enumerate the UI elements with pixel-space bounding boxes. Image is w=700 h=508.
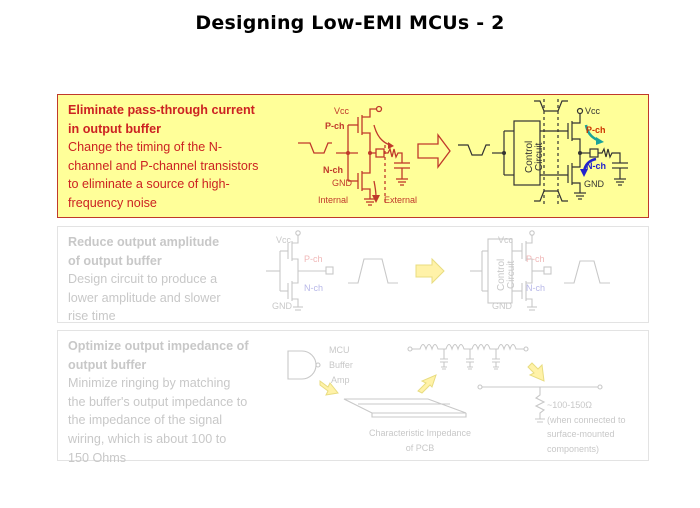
before-vcc-label: Vcc: [334, 106, 350, 116]
panel-3-heading-line-1: Optimize output impedance of: [68, 339, 249, 353]
panel-1-body-line-4: frequency noise: [68, 195, 157, 210]
after-pch-label: P-ch: [586, 125, 606, 135]
impedance-label-4: components): [547, 444, 599, 454]
amp-label-2: Buffer: [329, 360, 353, 370]
panel-1-text: Eliminate pass-through current in output…: [68, 101, 258, 213]
amp-label-3: Amp: [331, 375, 350, 385]
panel-2-body-line-3: rise time: [68, 309, 116, 324]
p2-before-pch-label: P-ch: [304, 254, 323, 264]
amp-label-1: MCU: [329, 345, 350, 355]
panel-reduce-amplitude: Reduce output amplitude of output buffer…: [57, 226, 649, 323]
panel-3-diagram: MCU Buffer Amp Characteristic Impedance …: [287, 343, 626, 454]
arrow-to-termination-icon: [527, 362, 545, 382]
slide-title: Designing Low-EMI MCUs - 2: [195, 12, 505, 34]
panel-2-text: Reduce output amplitude of output buffer…: [68, 233, 221, 326]
panel-3-heading-line-2: output buffer: [68, 357, 147, 372]
panel-1-diagram: Vcc P-ch N-ch GND Internal External: [298, 99, 628, 207]
transform-arrow-icon: [417, 133, 451, 169]
transform-arrow-icon: [415, 257, 445, 285]
before-circuit: [298, 105, 410, 206]
arrow-to-network-icon: [417, 374, 437, 394]
panel-1-heading-line-2: in output buffer: [68, 121, 162, 136]
pcb-label-1: Characteristic Impedance: [369, 428, 471, 438]
panel-eliminate-pass-through: Eliminate pass-through current in output…: [57, 94, 649, 218]
panel-3-body-line-2: the buffer's output impedance to: [68, 394, 248, 409]
before-pch-label: P-ch: [325, 121, 345, 131]
before-nch-label: N-ch: [323, 165, 343, 175]
control-label-2: Circuit: [534, 142, 545, 171]
panel-2-body-line-1: Design circuit to produce a: [68, 272, 218, 287]
panel-3-body-line-3: the impedance of the signal: [68, 413, 223, 428]
impedance-label-2: (when connected to: [547, 415, 626, 425]
pcb-label-2: of PCB: [406, 443, 435, 453]
panel-2-diagram: Vcc P-ch N-ch GND Control Circuit Vcc P-…: [266, 230, 610, 311]
p2-after-gnd-label: GND: [492, 301, 513, 311]
pch-arrowhead-icon: [388, 142, 394, 149]
impedance-label-1: ~100-150Ω: [547, 400, 592, 410]
p2-after-pch-label: P-ch: [526, 254, 545, 264]
after-nch-label: N-ch: [586, 161, 606, 171]
panel-optimize-impedance: Optimize output impedance of output buff…: [57, 330, 649, 465]
panel-1-body-line-2: channel and P-channel transistors: [68, 158, 259, 173]
p2-before-vcc-label: Vcc: [276, 235, 292, 245]
buffer-amp-gate-icon: [287, 350, 317, 380]
panel-3-body-line-4: wiring, which is about 100 to: [68, 431, 227, 446]
pcb-board-icon: [343, 398, 467, 414]
panel-1-body-line-1: Change the timing of the N-: [68, 140, 223, 155]
before-gnd-label: GND: [332, 178, 353, 188]
panel-2-heading-line-2: of output buffer: [68, 253, 162, 268]
panel-3-body-line-5: 150 Ohms: [68, 450, 127, 465]
p2-before-nch-label: N-ch: [304, 283, 323, 293]
nch-arrowhead-icon: [372, 195, 380, 203]
external-label: External: [384, 195, 417, 205]
p2-after-vcc-label: Vcc: [498, 235, 514, 245]
internal-label: Internal: [318, 195, 348, 205]
panel-3-body-line-1: Minimize ringing by matching: [68, 376, 231, 391]
p2-control-label-1: Control: [496, 259, 507, 291]
p2-before-gnd-label: GND: [272, 301, 293, 311]
pch-current-arrow: [373, 124, 391, 146]
panel-2-body-line-2: lower amplitude and slower: [68, 290, 221, 305]
after-gnd-label: GND: [584, 179, 605, 189]
panel-1-heading-line-1: Eliminate pass-through current: [68, 103, 255, 117]
arrow-to-pcb-icon: [319, 380, 339, 396]
panel-2-heading-line-1: Reduce output amplitude: [68, 235, 220, 249]
p2-control-label-2: Circuit: [506, 260, 517, 289]
control-label-1: Control: [524, 141, 535, 173]
after-vcc-label: Vcc: [585, 106, 601, 116]
panel-3-text: Optimize output impedance of output buff…: [68, 337, 249, 467]
p2-after-nch-label: N-ch: [526, 283, 545, 293]
input-waveform-icon: [298, 142, 332, 154]
impedance-label-3: surface-mounted: [547, 429, 615, 439]
panel-1-body-line-3: to eliminate a source of high-: [68, 177, 230, 192]
